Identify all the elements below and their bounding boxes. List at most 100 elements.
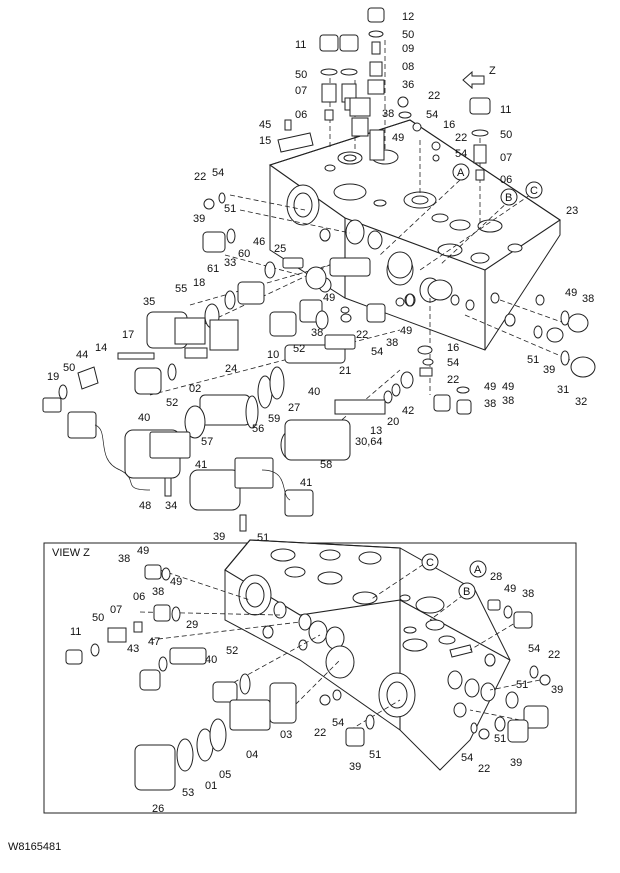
part-label: 56 [252, 423, 264, 435]
part-label: 38 [582, 293, 594, 305]
part-label: 14 [95, 342, 107, 354]
part-label: 18 [193, 277, 205, 289]
part-label: 22 [447, 374, 459, 386]
part-label: 08 [402, 61, 414, 73]
part-label: 22 [455, 132, 467, 144]
part-label: 16 [447, 342, 459, 354]
part-label: 49 [502, 381, 514, 393]
part-label: 39 [349, 761, 361, 773]
part-label: 55 [175, 283, 187, 295]
part-label: 54 [426, 109, 438, 121]
part-label: 52 [226, 645, 238, 657]
part-label: 54 [528, 643, 540, 655]
part-label: 22 [194, 171, 206, 183]
part-label: 39 [551, 684, 563, 696]
part-label: 27 [288, 402, 300, 414]
upper-labels: 12 50 09 08 36 22 11 50 07 06 45 15 16 5… [47, 11, 594, 544]
view-z-arrow: Z [462, 65, 496, 90]
part-label: 26 [152, 803, 164, 815]
part-label: 22 [314, 727, 326, 739]
part-label: 41 [195, 459, 207, 471]
part-label: 38 [311, 327, 323, 339]
upper-parts [42, 7, 596, 532]
part-label: 46 [253, 236, 265, 248]
part-label: 54 [332, 717, 344, 729]
part-label: 22 [356, 329, 368, 341]
part-label: 01 [205, 780, 217, 792]
part-label: 07 [110, 604, 122, 616]
part-label: 49 [504, 583, 516, 595]
part-label: 06 [500, 174, 512, 186]
upper-valve-body [268, 119, 561, 351]
part-label: 07 [295, 85, 307, 97]
viewz-marker-c: C [426, 557, 434, 569]
part-label: 06 [133, 591, 145, 603]
view-z-panel: VIEW Z [43, 539, 577, 814]
part-label: 50 [402, 29, 414, 41]
part-label: 43 [127, 643, 139, 655]
part-label: 17 [122, 329, 134, 341]
part-label: 53 [182, 787, 194, 799]
part-label: 11 [295, 39, 306, 51]
port-markers-upper: A B C [452, 163, 543, 206]
part-label: 51 [516, 679, 528, 691]
part-label: 30,64 [355, 436, 383, 448]
part-label: 09 [402, 43, 414, 55]
part-label: 60 [238, 248, 250, 260]
part-label: 52 [166, 397, 178, 409]
part-label: 54 [461, 752, 473, 764]
part-label: 02 [189, 383, 201, 395]
part-label: 54 [447, 357, 459, 369]
part-label: 40 [308, 386, 320, 398]
part-label: 13 [370, 425, 382, 437]
part-label: 07 [500, 152, 512, 164]
part-label: 50 [500, 129, 512, 141]
part-label: 51 [494, 733, 506, 745]
part-label: 39 [510, 757, 522, 769]
part-label: 58 [320, 459, 332, 471]
part-label: 22 [478, 763, 490, 775]
view-z-title: VIEW Z [52, 547, 90, 559]
part-label: 03 [280, 729, 292, 741]
part-label: 38 [152, 586, 164, 598]
part-label: 39 [193, 213, 205, 225]
part-label: 42 [402, 405, 414, 417]
part-label: 33 [224, 257, 236, 269]
part-label: 06 [295, 109, 307, 121]
part-label: 38 [118, 553, 130, 565]
viewz-labels: 38 49 38 49 50 07 06 11 47 29 43 40 52 0… [70, 545, 563, 815]
part-label: 49 [323, 292, 335, 304]
part-label: 38 [502, 395, 514, 407]
part-label: 50 [295, 69, 307, 81]
part-label: 49 [392, 132, 404, 144]
part-label: 35 [143, 296, 155, 308]
view-z-arrow-label: Z [489, 65, 496, 77]
part-label: 49 [565, 287, 577, 299]
part-label: 15 [259, 135, 271, 147]
part-label: 38 [382, 108, 394, 120]
part-label: 49 [137, 545, 149, 557]
part-label: 20 [387, 416, 399, 428]
part-label: 22 [548, 649, 560, 661]
part-label: 38 [484, 398, 496, 410]
part-label: 41 [300, 477, 312, 489]
part-label: 11 [70, 626, 81, 638]
part-label: 12 [402, 11, 414, 23]
viewz-marker-a: A [474, 564, 482, 576]
part-label: 40 [205, 654, 217, 666]
part-label: 50 [63, 362, 75, 374]
part-label: 39 [543, 364, 555, 376]
part-label: 49 [170, 576, 182, 588]
part-label: 28 [490, 571, 502, 583]
part-label: 19 [47, 371, 59, 383]
part-label: 24 [225, 363, 237, 375]
part-label: 44 [76, 349, 88, 361]
port-marker-a: A [457, 167, 465, 179]
part-label: 04 [246, 749, 258, 761]
part-label: 05 [219, 769, 231, 781]
part-label: 52 [293, 343, 305, 355]
part-label: 47 [148, 636, 160, 648]
part-label: 23 [566, 205, 578, 217]
part-label: 34 [165, 500, 177, 512]
